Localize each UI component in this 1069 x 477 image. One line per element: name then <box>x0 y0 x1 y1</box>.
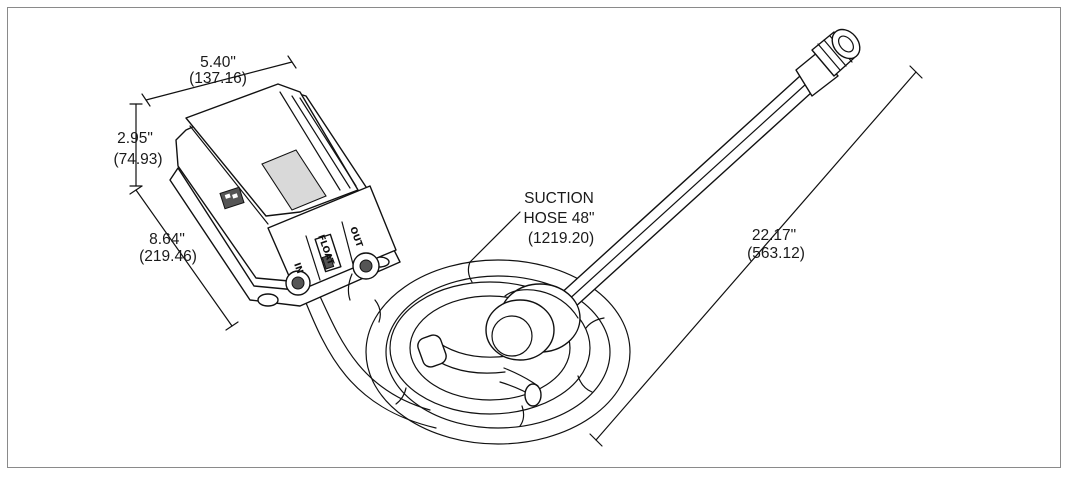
hose-label-line2: HOSE 48" <box>524 210 595 227</box>
width-dimension-line <box>141 55 297 107</box>
hose-leader-line <box>469 211 521 263</box>
height-dimension-line <box>129 103 143 187</box>
width-mm: (137.16) <box>189 70 247 87</box>
suction-tube <box>485 28 861 361</box>
width-inches: 5.40" <box>200 54 236 71</box>
tube-length-mm: (563.12) <box>747 245 805 262</box>
tube-length-inches: 22.17" <box>752 227 796 244</box>
hose-label-line3: (1219.20) <box>528 230 594 247</box>
depth-dimension-line <box>129 185 239 331</box>
pump-housing: IN FLOAT OUT <box>169 83 401 307</box>
port-label-in: IN <box>291 262 304 276</box>
suction-hose-coil <box>303 259 631 445</box>
hose-label-line1: SUCTION <box>524 190 594 207</box>
depth-inches: 8.64" <box>149 231 185 248</box>
height-mm: (74.93) <box>113 151 162 168</box>
height-inches: 2.95" <box>117 130 153 147</box>
depth-mm: (219.46) <box>139 248 197 265</box>
tube-length-dimension-line <box>589 65 923 447</box>
